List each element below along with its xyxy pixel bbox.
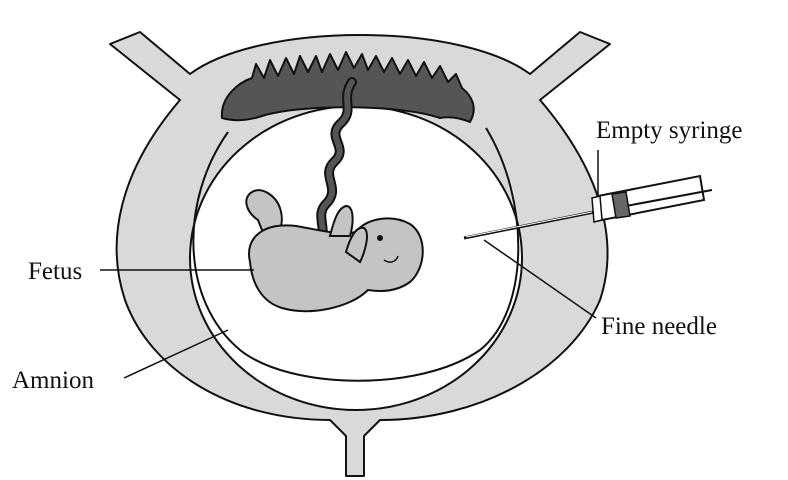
fetus-eye [377, 235, 383, 241]
syringe [592, 176, 712, 222]
syringe-hub [592, 196, 602, 222]
fetus-label: Fetus [28, 258, 82, 285]
syringe-label: Empty syringe [596, 117, 743, 144]
syringe-plunger [612, 192, 630, 218]
amnion-label: Amnion [12, 367, 94, 394]
needle-label: Fine needle [601, 313, 717, 340]
